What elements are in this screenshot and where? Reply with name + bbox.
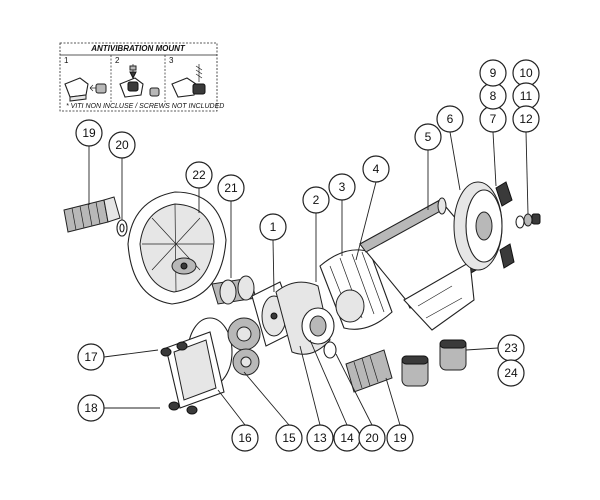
antivibration-mount-inset: ANTIVIBRATION MOUNT 1 2 3 bbox=[59, 42, 224, 112]
svg-text:19: 19 bbox=[82, 126, 96, 140]
callout-17: 17 bbox=[77, 343, 105, 371]
inset-step-3: 3 bbox=[169, 56, 174, 65]
svg-text:20: 20 bbox=[115, 138, 129, 152]
callout-9: 9 bbox=[479, 59, 507, 87]
svg-text:21: 21 bbox=[224, 181, 238, 195]
callout-23: 23 bbox=[497, 334, 525, 362]
callout-1: 1 bbox=[259, 213, 287, 241]
callout-12: 12 bbox=[512, 105, 540, 133]
motor-cage bbox=[319, 249, 393, 330]
callout-18: 18 bbox=[77, 394, 105, 422]
svg-text:15: 15 bbox=[282, 431, 296, 445]
callout-8: 8 bbox=[479, 82, 507, 110]
svg-text:2: 2 bbox=[313, 193, 320, 207]
callout-4: 4 bbox=[362, 155, 390, 183]
callout-14: 14 bbox=[333, 424, 361, 452]
svg-text:6: 6 bbox=[447, 112, 454, 126]
callout-11: 11 bbox=[512, 82, 540, 110]
callout-22: 22 bbox=[185, 161, 213, 189]
callout-15: 15 bbox=[275, 424, 303, 452]
callout-21: 21 bbox=[217, 174, 245, 202]
svg-text:7: 7 bbox=[490, 112, 497, 126]
svg-text:12: 12 bbox=[519, 112, 533, 126]
callout-20-right: 20 bbox=[358, 424, 386, 452]
callout-10: 10 bbox=[512, 59, 540, 87]
svg-text:14: 14 bbox=[340, 431, 354, 445]
rear-cover-plate bbox=[165, 331, 225, 409]
svg-text:24: 24 bbox=[504, 366, 518, 380]
callout-19-right: 19 bbox=[386, 424, 414, 452]
svg-text:17: 17 bbox=[84, 350, 98, 364]
shaft-seal bbox=[211, 275, 257, 305]
leader-lines bbox=[88, 131, 529, 426]
svg-text:18: 18 bbox=[84, 401, 98, 415]
svg-text:11: 11 bbox=[520, 89, 533, 103]
svg-text:19: 19 bbox=[393, 431, 407, 445]
callout-19-left: 19 bbox=[75, 119, 103, 147]
callout-2: 2 bbox=[302, 186, 330, 214]
callout-3: 3 bbox=[328, 173, 356, 201]
svg-text:9: 9 bbox=[490, 66, 497, 80]
svg-text:8: 8 bbox=[490, 89, 497, 103]
idler-gear bbox=[232, 348, 260, 376]
drive-gear bbox=[227, 317, 261, 351]
inset-note: * VITI NON INCLUSE / SCREWS NOT INCLUDED bbox=[66, 103, 224, 110]
right-hose-barb bbox=[323, 341, 393, 393]
brush-holder bbox=[495, 181, 515, 269]
callout-13: 13 bbox=[306, 424, 334, 452]
svg-text:22: 22 bbox=[192, 168, 206, 182]
callout-5: 5 bbox=[414, 123, 442, 151]
inset-step-2: 2 bbox=[115, 56, 120, 65]
inset-step-3-drawing bbox=[171, 64, 206, 98]
svg-text:10: 10 bbox=[519, 66, 533, 80]
front-cover bbox=[127, 191, 227, 305]
svg-text:3: 3 bbox=[339, 180, 346, 194]
callout-24: 24 bbox=[497, 359, 525, 387]
inset-step-1-drawing bbox=[64, 77, 107, 102]
svg-text:4: 4 bbox=[373, 162, 380, 176]
antivibration-mounts bbox=[401, 339, 467, 387]
svg-text:20: 20 bbox=[365, 431, 379, 445]
svg-text:16: 16 bbox=[238, 431, 252, 445]
inset-step-1: 1 bbox=[64, 56, 69, 65]
pump-head bbox=[275, 281, 335, 355]
callout-7: 7 bbox=[479, 105, 507, 133]
svg-text:23: 23 bbox=[504, 341, 518, 355]
svg-text:13: 13 bbox=[313, 431, 327, 445]
small-hardware bbox=[515, 213, 541, 229]
svg-text:5: 5 bbox=[425, 130, 432, 144]
inset-step-2-drawing bbox=[119, 64, 160, 98]
cover-screws bbox=[160, 341, 198, 415]
left-hose-barb bbox=[63, 196, 128, 237]
callout-6: 6 bbox=[436, 105, 464, 133]
callout-16: 16 bbox=[231, 424, 259, 452]
motor-end-cap bbox=[453, 181, 503, 271]
svg-text:1: 1 bbox=[270, 220, 277, 234]
callout-20-left: 20 bbox=[108, 131, 136, 159]
inset-title: ANTIVIBRATION MOUNT bbox=[90, 44, 186, 53]
motor-foot bbox=[403, 261, 475, 331]
